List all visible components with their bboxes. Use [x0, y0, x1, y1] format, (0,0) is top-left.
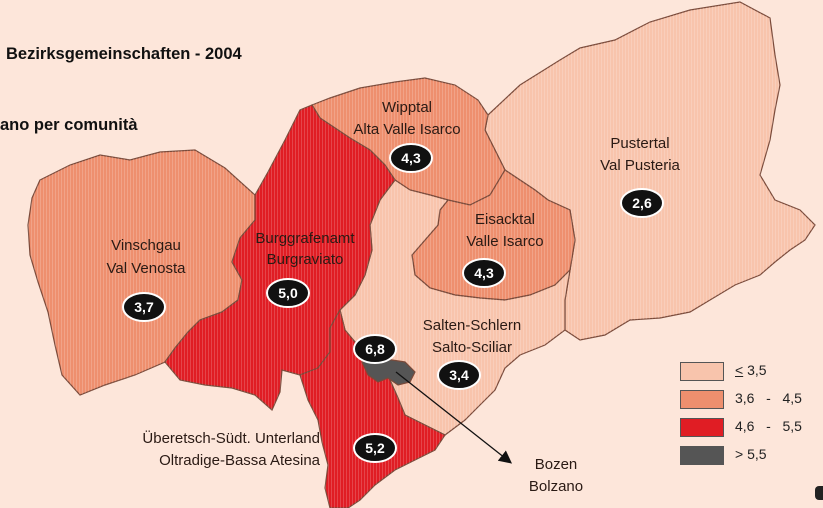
label-wipptal: Wipptal Alta Valle Isarco — [353, 99, 460, 138]
name-it-vinschgau: Val Venosta — [107, 260, 187, 277]
name-it-burggrafenamt: Burgraviato — [267, 251, 344, 268]
name-de-bozen: Bozen — [535, 456, 578, 473]
value-vinschgau: 3,7 — [134, 299, 154, 315]
name-it-salten: Salto-Sciliar — [432, 339, 512, 356]
badge-shape — [620, 188, 664, 218]
region-wipptal[interactable] — [311, 77, 506, 206]
label-ueberetsch: Überetsch-Südt. Unterland Oltradige-Bass… — [142, 429, 320, 469]
legend-swatch — [680, 362, 724, 381]
name-it-eisacktal: Valle Isarco — [466, 233, 543, 250]
map-subtitle: ano per comunità — [0, 116, 138, 134]
label-salten: Salten-Schlern Salto-Sciliar — [423, 317, 521, 356]
name-de-ueberetsch: Überetsch-Südt. Unterland — [142, 429, 320, 447]
value-salten: 3,4 — [449, 367, 469, 383]
label-burggrafenamt: Burggrafenamt Burgraviato — [255, 230, 355, 268]
corner-mark — [815, 486, 823, 500]
legend-swatch — [680, 390, 724, 409]
name-de-wipptal: Wipptal — [382, 99, 432, 116]
legend-swatch — [680, 418, 724, 437]
badge-shape — [353, 334, 397, 364]
badge-pustertal: 2,6 — [620, 188, 664, 218]
name-it-pustertal: Val Pusteria — [600, 157, 680, 174]
name-it-ueberetsch: Oltradige-Bassa Atesina — [159, 452, 321, 469]
badge-shape — [389, 143, 433, 173]
name-de-salten: Salten-Schlern — [423, 317, 521, 334]
stripe-overlay — [485, 2, 815, 340]
badge-salten: 3,4 — [437, 360, 481, 390]
badge-wipptal: 4,3 — [389, 143, 433, 173]
region-ueberetsch[interactable] — [299, 308, 446, 508]
badge-shape — [437, 360, 481, 390]
value-burggrafenamt: 5,0 — [278, 285, 298, 301]
badge-shape — [266, 278, 310, 308]
value-bozen: 6,8 — [365, 341, 385, 357]
value-pustertal: 2,6 — [632, 195, 652, 211]
stripe-overlay — [28, 150, 255, 395]
stripe-overlay — [412, 170, 575, 300]
badge-ueberetsch: 5,2 — [353, 433, 397, 463]
name-de-pustertal: Pustertal — [610, 135, 669, 152]
badge-shape — [353, 433, 397, 463]
stripe-overlay — [312, 78, 505, 205]
name-it-wipptal: Alta Valle Isarco — [353, 121, 460, 138]
region-eisacktal[interactable] — [411, 169, 576, 301]
bozen-arrow — [395, 371, 513, 464]
value-ueberetsch: 5,2 — [365, 440, 385, 456]
legend-swatch — [680, 446, 724, 465]
badge-vinschgau: 3,7 — [122, 292, 166, 322]
name-de-vinschgau: Vinschgau — [111, 237, 181, 254]
badge-shape — [462, 258, 506, 288]
name-de-eisacktal: Eisacktal — [475, 211, 535, 228]
map-title: Bezirksgemeinschaften - 2004 — [6, 45, 242, 63]
badge-bozen: 6,8 — [353, 334, 397, 364]
legend-label: 3,5 — [743, 362, 767, 378]
stripe-overlay — [300, 310, 445, 508]
label-vinschgau: Vinschgau Val Venosta — [107, 237, 187, 277]
stripe-overlay — [165, 105, 395, 410]
badge-shape — [122, 292, 166, 322]
legend-label: 4,6 - 5,5 — [735, 418, 802, 434]
name-de-burggrafenamt: Burggrafenamt — [255, 230, 355, 247]
value-wipptal: 4,3 — [401, 150, 421, 166]
legend-label: > 5,5 — [735, 446, 767, 462]
label-eisacktal: Eisacktal Valle Isarco — [466, 211, 543, 250]
label-bozen: Bozen Bolzano — [529, 456, 583, 495]
legend-prefix: < — [735, 362, 744, 378]
value-eisacktal: 4,3 — [474, 265, 494, 281]
badge-eisacktal: 4,3 — [462, 258, 506, 288]
name-it-bozen: Bolzano — [529, 478, 583, 495]
label-pustertal: Pustertal Val Pusteria — [600, 135, 680, 174]
badge-burggrafenamt: 5,0 — [266, 278, 310, 308]
legend-label: 3,6 - 4,5 — [735, 390, 802, 406]
